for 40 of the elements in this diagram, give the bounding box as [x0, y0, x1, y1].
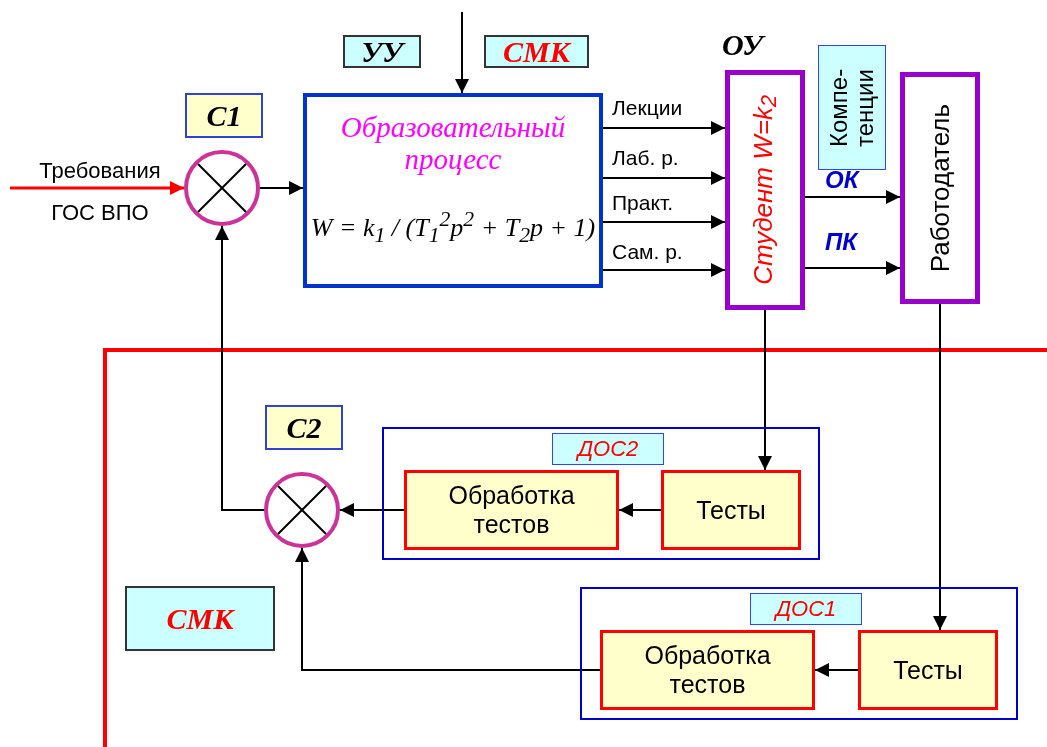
arrow — [602, 215, 726, 229]
formula: W = k$_{1}$ / (T$_{1}$$^{2}$p$^{2}$ + T$_{2}$p + 1) — [309, 207, 597, 248]
process-box: Тесты — [661, 470, 801, 550]
edge-label: Лекции — [612, 96, 683, 120]
arrow — [804, 261, 901, 275]
group-title: ДОС2 — [552, 433, 664, 465]
arrow — [259, 181, 304, 195]
group-title: ДОС1 — [750, 593, 862, 625]
edge-label: Требования ГОС ВПО — [38, 157, 162, 227]
arrow — [455, 11, 469, 94]
arrow — [804, 190, 901, 204]
process-box: Тесты — [858, 630, 998, 710]
label-tag: УУ — [343, 35, 421, 68]
label-tag: СМК — [125, 586, 275, 651]
arrow — [602, 171, 726, 185]
label-tag: С2 — [265, 405, 343, 450]
arrow — [618, 503, 662, 517]
edge-label: Практ. — [612, 191, 673, 215]
arrow — [602, 263, 726, 277]
label-tag: Компе-тенции — [818, 45, 886, 170]
arrow — [602, 121, 726, 135]
arrow — [10, 181, 184, 195]
edge-label: Лаб. р. — [612, 146, 679, 170]
process-box: Обработка тестов — [404, 470, 619, 550]
arrow — [215, 225, 265, 511]
edge-label: ПК — [825, 228, 857, 256]
arrow — [339, 503, 405, 517]
arrow — [814, 663, 859, 677]
arrow — [933, 303, 947, 631]
process-box: Обработка тестов — [600, 630, 815, 710]
process-box: Работодатель — [900, 72, 980, 304]
edge-label: Сам. р. — [612, 240, 683, 264]
process-box — [303, 93, 603, 288]
label-tag: С1 — [185, 93, 263, 138]
arrow — [758, 309, 772, 471]
box-title: Образовательный процесс — [339, 111, 567, 175]
arrow — [295, 547, 601, 671]
group-frame — [382, 427, 820, 560]
group-frame — [580, 587, 1018, 720]
label-tag: СМК — [484, 35, 589, 68]
